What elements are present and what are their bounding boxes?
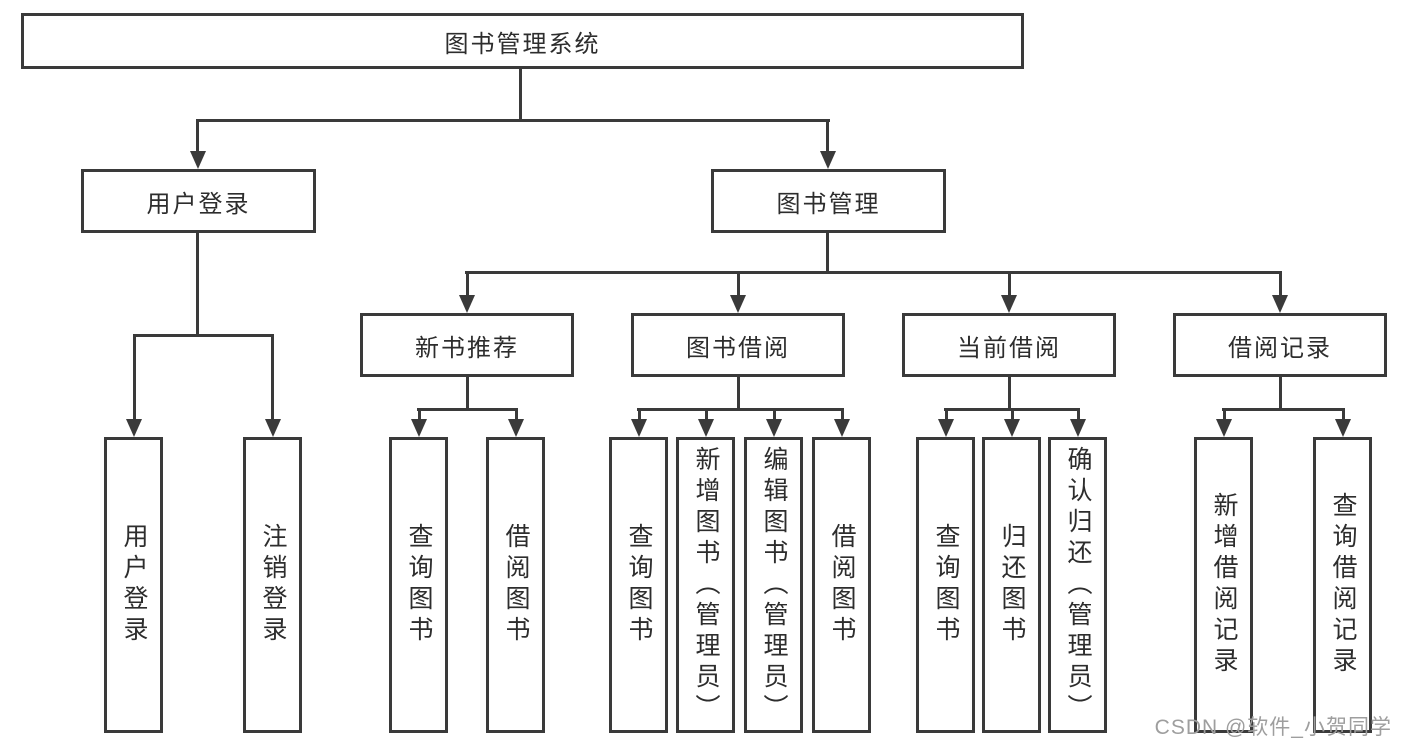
- connector-mgmt-stem: [826, 233, 829, 274]
- connector-drop: [196, 119, 199, 153]
- arrow-down-icon: [698, 419, 714, 437]
- arrow-down-icon: [1070, 419, 1086, 437]
- leaf-query-books: 查询图书: [609, 437, 668, 733]
- leaf-label: 确认归还（管理员）: [1064, 445, 1092, 725]
- connector-drop: [1077, 408, 1080, 421]
- arrow-down-icon: [820, 151, 836, 169]
- arrow-down-icon: [265, 419, 281, 437]
- connector-drop: [133, 334, 136, 420]
- node-borrow-records: 借阅记录: [1173, 313, 1387, 377]
- node-label: 图书借阅: [686, 334, 790, 362]
- connector-drop: [638, 408, 641, 421]
- node-label: 当前借阅: [957, 334, 1061, 362]
- connector-user-rail: [133, 334, 274, 337]
- arrow-down-icon: [459, 295, 475, 313]
- arrow-down-icon: [766, 419, 782, 437]
- leaf-label: 借阅图书: [828, 523, 856, 647]
- leaf-label: 查询借阅记录: [1329, 492, 1357, 678]
- connector-drop: [1011, 408, 1014, 421]
- connector-drop: [841, 408, 844, 421]
- leaf-label: 用户登录: [120, 523, 148, 647]
- connector-user-stem: [196, 233, 199, 336]
- node-label: 用户登录: [146, 190, 251, 218]
- leaf-user-login: 用户登录: [104, 437, 163, 733]
- node-book-management: 图书管理: [711, 169, 946, 233]
- arrow-down-icon: [126, 419, 142, 437]
- connector-drop: [773, 408, 776, 421]
- connector-stem: [466, 377, 469, 410]
- leaf-query-books: 查询图书: [389, 437, 448, 733]
- connector-stem: [1008, 377, 1011, 410]
- arrow-down-icon: [631, 419, 647, 437]
- leaf-label: 查询图书: [405, 523, 433, 647]
- node-label: 借阅记录: [1228, 334, 1332, 362]
- connector-drop: [705, 408, 708, 421]
- arrow-down-icon: [730, 295, 746, 313]
- csdn-watermark: CSDN @软件_小贺同学: [1154, 716, 1392, 739]
- leaf-logout: 注销登录: [243, 437, 302, 733]
- node-new-book-recommend: 新书推荐: [360, 313, 574, 377]
- connector-drop: [1342, 408, 1345, 421]
- node-current-borrow: 当前借阅: [902, 313, 1116, 377]
- arrow-down-icon: [1004, 419, 1020, 437]
- connector-drop: [515, 408, 518, 421]
- connector-drop: [1223, 408, 1226, 421]
- leaf-label: 借阅图书: [502, 523, 530, 647]
- connector-stem: [1279, 377, 1282, 410]
- connector-drop: [466, 271, 469, 297]
- connector-drop: [271, 334, 274, 420]
- arrow-down-icon: [1272, 295, 1288, 313]
- connector-level2-rail: [196, 119, 830, 122]
- leaf-borrow-books: 借阅图书: [812, 437, 871, 733]
- arrow-down-icon: [411, 419, 427, 437]
- arrow-down-icon: [938, 419, 954, 437]
- leaf-query-borrow-record: 查询借阅记录: [1313, 437, 1372, 733]
- connector-leaf-rail: [1222, 408, 1345, 411]
- leaf-edit-books-admin: 编辑图书（管理员）: [744, 437, 803, 733]
- leaf-label: 新增借阅记录: [1210, 492, 1238, 678]
- node-label: 新书推荐: [415, 334, 519, 362]
- arrow-down-icon: [508, 419, 524, 437]
- leaf-label: 编辑图书（管理员）: [760, 445, 788, 725]
- node-root-label: 图书管理系统: [444, 30, 601, 58]
- leaf-confirm-return-admin: 确认归还（管理员）: [1048, 437, 1107, 733]
- connector-drop: [826, 119, 829, 153]
- node-book-borrow: 图书借阅: [631, 313, 845, 377]
- connector-leaf-rail: [417, 408, 518, 411]
- connector-stem: [737, 377, 740, 410]
- connector-drop: [418, 408, 421, 421]
- leaf-label: 新增图书（管理员）: [692, 445, 720, 725]
- node-root: 图书管理系统: [21, 13, 1024, 69]
- leaf-borrow-books: 借阅图书: [486, 437, 545, 733]
- connector-drop: [737, 271, 740, 297]
- node-label: 图书管理: [776, 190, 881, 218]
- leaf-label: 归还图书: [998, 523, 1026, 647]
- node-user-login: 用户登录: [81, 169, 316, 233]
- arrow-down-icon: [1001, 295, 1017, 313]
- connector-root-stem: [519, 69, 522, 122]
- arrow-down-icon: [190, 151, 206, 169]
- connector-level3-rail: [465, 271, 1282, 274]
- leaf-label: 查询图书: [932, 523, 960, 647]
- connector-drop: [945, 408, 948, 421]
- arrow-down-icon: [834, 419, 850, 437]
- arrow-down-icon: [1216, 419, 1232, 437]
- leaf-query-books: 查询图书: [916, 437, 975, 733]
- leaf-label: 注销登录: [259, 523, 287, 647]
- connector-drop: [1279, 271, 1282, 297]
- connector-drop: [1008, 271, 1011, 297]
- connector-leaf-rail: [637, 408, 844, 411]
- leaf-label: 查询图书: [625, 523, 653, 647]
- leaf-return-books: 归还图书: [982, 437, 1041, 733]
- leaf-add-books-admin: 新增图书（管理员）: [676, 437, 735, 733]
- leaf-add-borrow-record: 新增借阅记录: [1194, 437, 1253, 733]
- arrow-down-icon: [1335, 419, 1351, 437]
